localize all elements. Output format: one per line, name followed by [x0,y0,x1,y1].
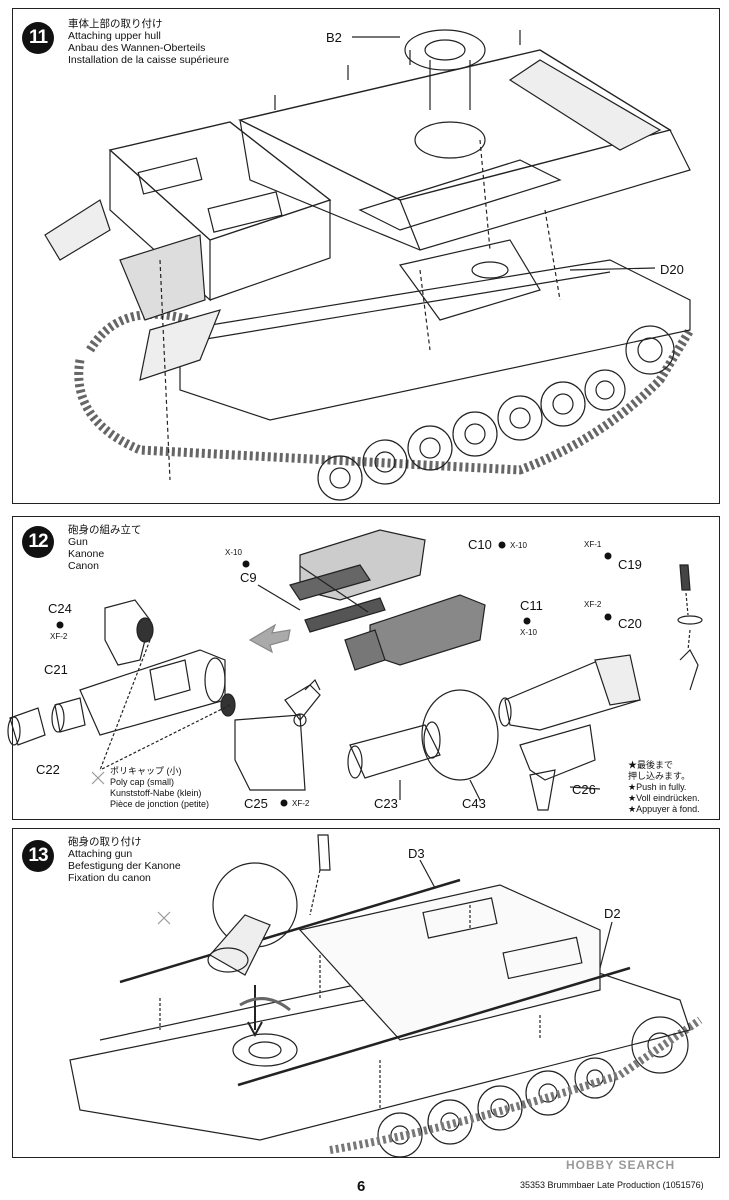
part-label-b2: B2 [326,30,342,45]
polycap-en: Poly cap (small) [110,777,175,787]
step-12-title-de: Kanone [68,548,105,560]
step-12-title-en: Gun [68,536,88,548]
paint-dot-c11 [523,617,531,625]
part-label-c11: C11 [520,598,543,613]
part-label-d2: D2 [604,906,621,921]
part-label-c20: C20 [618,616,642,631]
part-label-d20: D20 [660,262,684,277]
page-number: 6 [357,1178,366,1195]
part-label-c24: C24 [48,601,72,616]
part-label-c25: C25 [244,796,268,811]
paint-dot-c10 [498,541,506,549]
step-11-title-fr: Installation de la caisse supérieure [68,54,230,66]
step-11-title-en: Attaching upper hull [68,30,161,42]
paint-c11: X-10 [520,628,537,637]
polycap-jp: ポリキャップ (小) [110,766,182,776]
step-11-number: 11 [22,22,54,54]
paint-c25: XF-2 [292,799,310,808]
step-11-title-de: Anbau des Wannen-Oberteils [68,42,206,54]
part-label-c19: C19 [618,557,642,572]
watermark: HOBBY SEARCH [566,1158,676,1172]
step-12-number: 12 [22,526,54,558]
push-in-de: ★Voll eindrücken. [628,793,700,803]
polycap-de: Kunststoff-Nabe (klein) [110,788,202,798]
paint-dot-c25 [280,799,288,807]
paint-dot-c9 [242,560,250,568]
step-12-titles: 砲身の組み立て Gun Kanone Canon [68,524,142,572]
part-label-c22: C22 [36,762,60,777]
step-11-title-jp: 車体上部の取り付け [68,18,163,30]
step-13-title-en: Attaching gun [68,848,133,860]
step-13-title-de: Befestigung der Kanone [68,860,181,872]
paint-dot-c19 [604,552,612,560]
paint-c9: X-10 [225,548,242,557]
footer-code: 35353 Brummbaer Late Production (1051576… [520,1180,704,1190]
push-in-note: ★最後まで 押し込みます。 ★Push in fully. ★Voll eind… [628,760,700,815]
push-in-fr: ★Appuyer à fond. [628,804,700,814]
part-label-c23: C23 [374,796,398,811]
step-12-title-fr: Canon [68,560,99,572]
paint-c10: X-10 [510,541,527,550]
step-11-titles: 車体上部の取り付け Attaching upper hull Anbau des… [68,18,229,66]
polycap-note: ポリキャップ (小) Poly cap (small) Kunststoff-N… [110,766,209,810]
polycap-fr: Pièce de jonction (petite) [110,799,210,809]
paint-dot-c24 [56,621,64,629]
push-in-jp-2: 押し込みます。 [628,771,691,781]
step-13-title-fr: Fixation du canon [68,872,151,884]
part-label-d3: D3 [408,846,425,861]
push-in-en: ★Push in fully. [628,782,687,792]
step-12-title-jp: 砲身の組み立て [68,524,142,536]
paint-c24: XF-2 [50,632,68,641]
part-label-c9: C9 [240,570,257,585]
step-13-titles: 砲身の取り付け Attaching gun Befestigung der Ka… [68,836,181,884]
step-13-number: 13 [22,840,54,872]
part-label-c21: C21 [44,662,68,677]
step-13-title-jp: 砲身の取り付け [68,836,142,848]
part-label-c10: C10 [468,537,492,552]
paint-c20: XF-2 [584,600,602,609]
push-in-jp-1: ★最後まで [628,760,674,770]
paint-c19: XF-1 [584,540,602,549]
paint-dot-c20 [604,613,612,621]
part-label-c26: C26 [572,782,596,797]
